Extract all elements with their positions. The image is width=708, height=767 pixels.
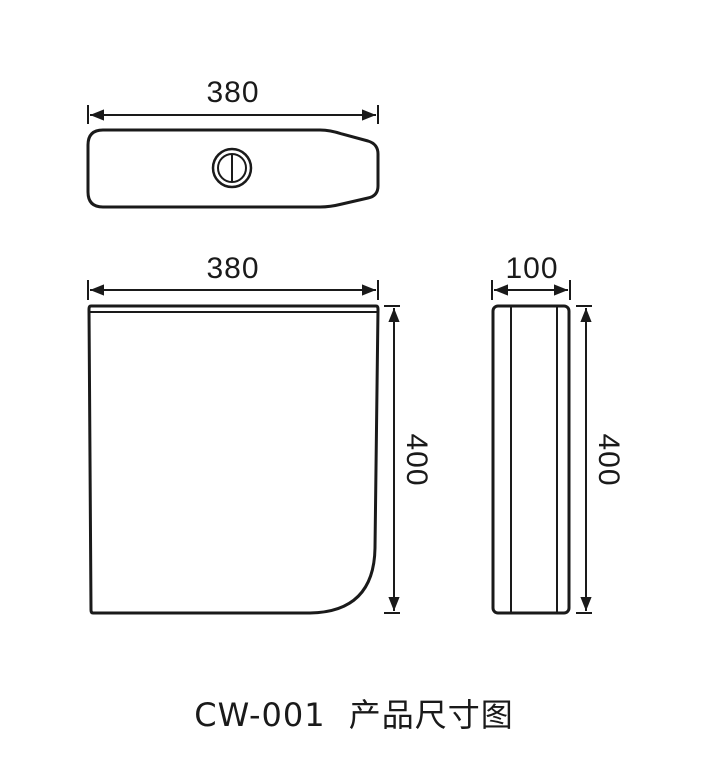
drawing-title: 产品尺寸图 xyxy=(348,696,514,734)
side-view-tank-outline xyxy=(491,304,571,615)
front-view: 380 400 xyxy=(87,252,433,615)
model-number: CW-001 xyxy=(194,696,326,734)
top-view: 380 xyxy=(86,76,380,209)
flush-button-icon xyxy=(211,147,253,189)
top-view-width-label: 380 xyxy=(206,76,259,109)
front-view-width-label: 380 xyxy=(206,252,259,285)
side-view: 100 400 xyxy=(491,252,625,615)
side-view-depth-label: 100 xyxy=(505,252,558,285)
front-view-height-label: 400 xyxy=(400,433,433,486)
front-view-tank-outline xyxy=(87,304,380,615)
top-view-tank-outline xyxy=(86,128,380,209)
drawing-caption: CW-001 产品尺寸图 xyxy=(0,690,708,736)
side-view-height-label: 400 xyxy=(592,433,625,486)
